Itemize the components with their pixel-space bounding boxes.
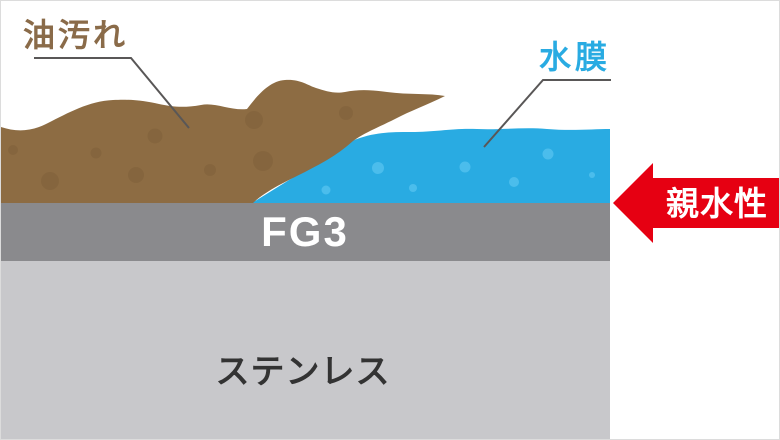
oil-label: 油汚れ — [23, 17, 128, 53]
hydrophilic-arrow — [613, 163, 779, 243]
water-bubbles — [321, 148, 595, 195]
water-film-shape — [252, 128, 610, 203]
water-leader-line — [483, 79, 611, 148]
oil-blob-shape — [1, 79, 445, 203]
stainless-label: ステンレス — [216, 353, 391, 391]
fg3-label: FG3 — [261, 208, 349, 255]
water-film-label: 水膜 — [539, 39, 611, 75]
oil-leader-line — [34, 57, 190, 129]
hydrophilic-arrow-label: 親水性 — [666, 185, 768, 222]
fg3-coating-layer — [1, 202, 610, 261]
stainless-substrate-layer — [1, 261, 610, 439]
oil-spots — [8, 106, 353, 190]
